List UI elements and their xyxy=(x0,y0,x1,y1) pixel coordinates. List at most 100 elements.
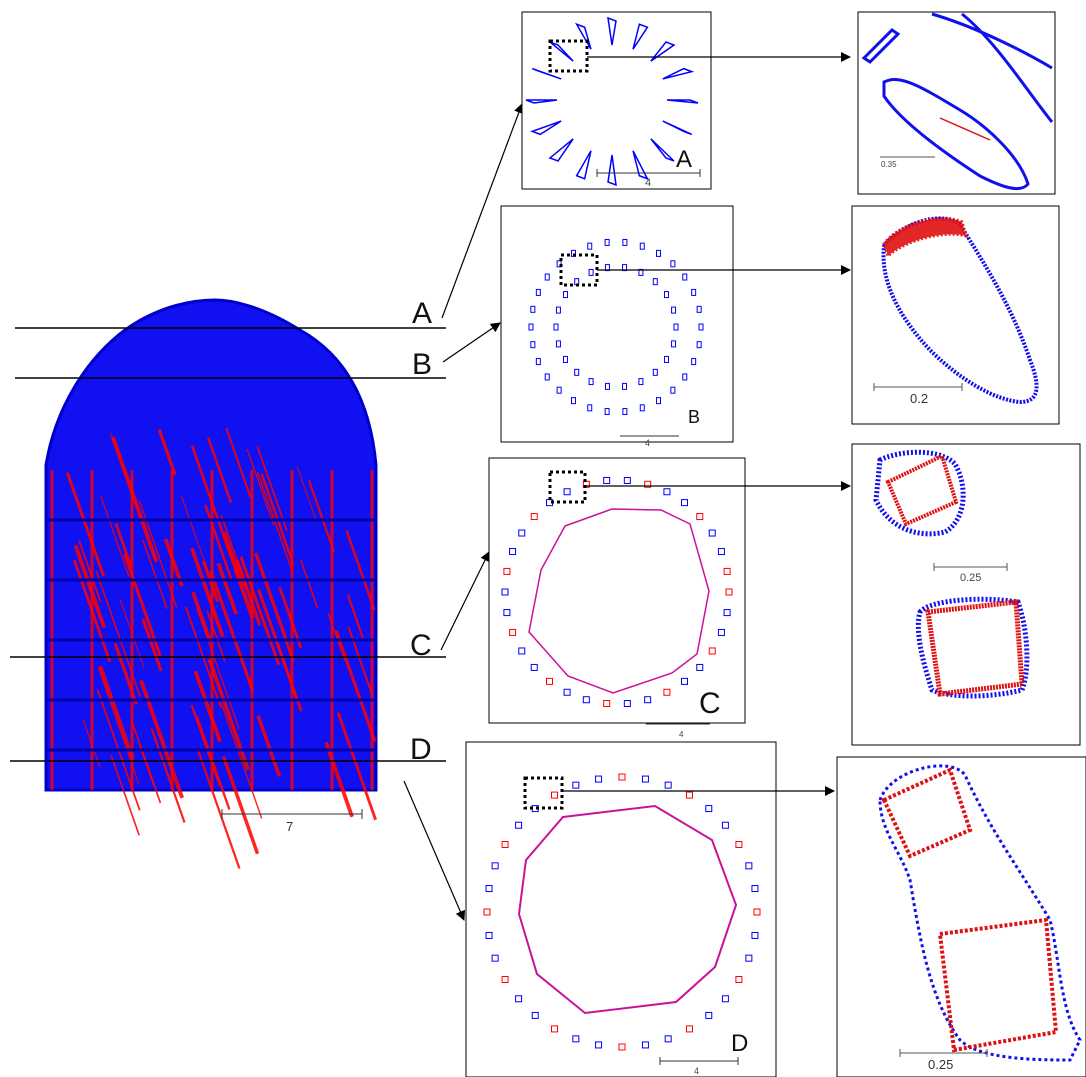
red-streak xyxy=(239,556,281,666)
column-section xyxy=(670,260,676,268)
column-section xyxy=(696,663,704,671)
column-section xyxy=(531,1011,539,1019)
section-d-frame xyxy=(465,741,777,1077)
column-section xyxy=(623,700,631,708)
cut-label-d: D xyxy=(410,733,432,766)
column-section xyxy=(622,382,628,390)
main-scale-label: 7 xyxy=(286,819,293,834)
section-b-letter: B xyxy=(688,407,700,427)
red-streak xyxy=(98,665,135,760)
red-streak xyxy=(73,544,107,629)
red-streak xyxy=(278,586,303,649)
petal xyxy=(531,67,562,80)
column-section xyxy=(563,291,569,299)
petal xyxy=(530,120,562,136)
column-section xyxy=(698,323,704,331)
column-section xyxy=(708,647,716,655)
red-streak xyxy=(233,569,255,619)
petal xyxy=(662,120,693,136)
petal xyxy=(650,138,675,162)
column-section xyxy=(691,288,697,296)
column-section xyxy=(686,1025,693,1033)
column-section xyxy=(509,628,517,636)
section-c-scale-label: 4 xyxy=(679,730,684,739)
red-streak xyxy=(142,539,168,610)
column-section xyxy=(682,373,688,381)
red-streak xyxy=(110,754,140,836)
column-section xyxy=(574,368,580,376)
cut-label-c: C xyxy=(410,629,432,662)
red-streak xyxy=(216,562,238,615)
column-section xyxy=(530,341,536,349)
column-section xyxy=(723,567,731,575)
red-streak xyxy=(225,427,252,498)
column-section xyxy=(644,480,652,488)
column-section xyxy=(485,931,493,939)
column-section xyxy=(515,995,523,1003)
column-section xyxy=(603,700,611,708)
column-section xyxy=(603,476,611,484)
zoom-b-scale-label: 0.2 xyxy=(910,391,928,406)
column-section xyxy=(671,306,677,314)
column-section xyxy=(751,885,759,893)
column-section xyxy=(623,476,631,484)
column-section xyxy=(721,821,729,829)
column-section xyxy=(571,397,576,405)
column-section xyxy=(530,663,538,671)
column-section xyxy=(717,628,725,636)
red-streak xyxy=(190,445,238,574)
petal xyxy=(548,138,574,162)
column-section xyxy=(664,781,672,789)
section-panel-a: A 4 xyxy=(521,11,712,190)
petal xyxy=(607,154,617,187)
column-section xyxy=(518,529,526,537)
column-section xyxy=(639,404,645,412)
column-section xyxy=(553,323,559,331)
column-section xyxy=(491,954,499,962)
section-c-letter: C xyxy=(699,687,721,720)
column-section xyxy=(705,1011,713,1019)
section-a-scale-label: 4 xyxy=(645,177,651,189)
petal xyxy=(650,41,676,62)
petal xyxy=(525,99,558,104)
red-streak xyxy=(207,437,233,504)
column-section xyxy=(745,862,753,870)
red-streak xyxy=(78,540,102,602)
red-streak xyxy=(190,547,225,638)
column-section xyxy=(652,368,658,376)
section-b-frame xyxy=(500,205,734,443)
column-section xyxy=(551,1025,558,1033)
section-a-highlight-box xyxy=(548,39,589,73)
red-streak xyxy=(157,428,177,476)
column-section xyxy=(680,677,688,685)
column-section xyxy=(696,305,702,313)
petal xyxy=(666,99,699,104)
zoom-a-scale-label: 0.35 xyxy=(881,160,897,169)
column-section xyxy=(622,264,628,272)
column-section xyxy=(686,791,693,799)
column-section xyxy=(563,688,571,696)
column-section xyxy=(485,885,493,893)
zoom-panel-b: 0.2 xyxy=(851,205,1060,425)
zoom-panel-a: 0.35 xyxy=(857,11,1056,195)
column-section xyxy=(528,323,534,331)
section-c-highlight-box xyxy=(548,470,587,504)
column-section xyxy=(622,408,628,416)
column-section xyxy=(587,404,593,412)
petal xyxy=(662,67,695,80)
column-section xyxy=(546,677,554,685)
column-section xyxy=(751,931,759,939)
red-streak xyxy=(296,466,317,522)
red-streak xyxy=(180,495,209,572)
arrow-c xyxy=(440,551,490,651)
column-section xyxy=(663,488,671,496)
red-streak xyxy=(191,591,212,640)
red-streak xyxy=(346,594,364,639)
column-section xyxy=(656,397,661,405)
column-section xyxy=(501,976,509,983)
column-section xyxy=(644,696,652,704)
column-section xyxy=(535,358,541,366)
column-section xyxy=(639,242,645,250)
column-section xyxy=(563,488,571,496)
